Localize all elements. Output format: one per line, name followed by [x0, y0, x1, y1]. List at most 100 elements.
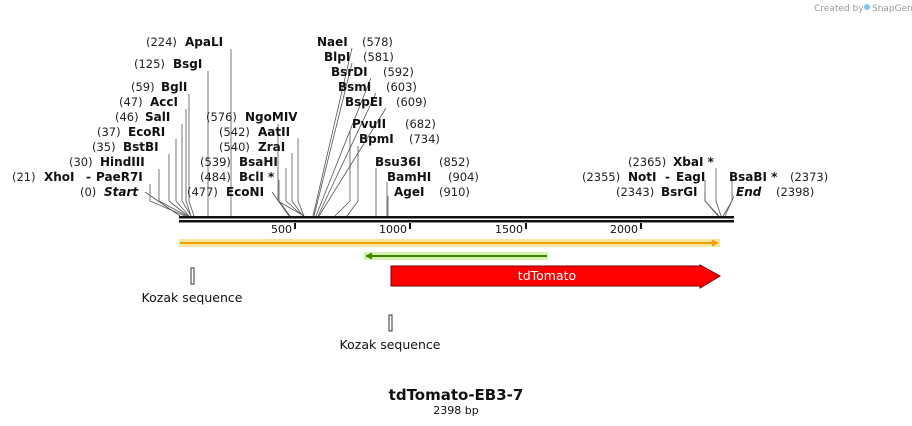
site-27-position: (2355)	[582, 170, 620, 184]
kozak-2-label: Kozak sequence	[340, 337, 441, 352]
site-27-name: NotI	[628, 170, 657, 184]
site-8-separator: -	[86, 170, 91, 184]
site-9-position: (0)	[80, 185, 96, 199]
site-27-separator: -	[665, 170, 670, 184]
site-6-name: BstBI	[123, 140, 159, 154]
site-18-position: (592)	[383, 65, 414, 79]
site-26-position: (2365)	[628, 155, 666, 169]
ruler-tick-mark-2000	[640, 223, 642, 229]
site-29-position: (2373)	[790, 170, 828, 184]
ruler-tick-mark-1500	[525, 223, 527, 229]
site-29-name: BsaBI *	[729, 170, 778, 184]
site-21-position: (682)	[405, 117, 436, 131]
site-15-position: (477)	[187, 185, 218, 199]
site-19-position: (603)	[386, 80, 417, 94]
snapgene-logo-icon	[864, 4, 870, 10]
kozak-1-label: Kozak sequence	[142, 290, 243, 305]
watermark-created-by: Created by	[814, 4, 864, 14]
orf-reverse-arrowhead	[365, 252, 372, 260]
watermark-brand: SnapGene	[872, 4, 912, 14]
site-1-position: (125)	[134, 57, 165, 71]
sequence-backbone	[179, 216, 734, 223]
site-15-name: EcoNI	[226, 185, 264, 199]
site-22-position: (734)	[409, 132, 440, 146]
site-leader-lines	[144, 47, 735, 217]
ruler-tick-2000: 2000	[610, 223, 638, 236]
site-27-name-alt: EagI	[676, 170, 705, 184]
kozak-1-mark	[190, 267, 195, 285]
site-28-name: BsrGI	[661, 185, 698, 199]
tdtomato-arrow	[390, 264, 722, 289]
ruler-tick-1500: 1500	[495, 223, 523, 236]
sequence-length: 2398 bp	[433, 404, 478, 417]
site-9-name: Start	[104, 185, 139, 199]
site-30-position: (2398)	[776, 185, 814, 199]
ruler-tick-mark-500	[294, 223, 296, 229]
site-4-position: (46)	[115, 110, 139, 124]
site-22-name: BpmI	[359, 132, 394, 146]
site-25-name: AgeI	[394, 185, 424, 199]
site-23-name: Bsu36I	[375, 155, 421, 169]
site-8-name: XhoI	[44, 170, 75, 184]
feature-kozak-2: Kozak sequence	[340, 314, 441, 352]
site-21-name: PvuII	[352, 117, 386, 131]
orf-forward-arrowhead	[712, 239, 719, 247]
site-14-position: (484)	[200, 170, 231, 184]
site-25-position: (910)	[439, 185, 470, 199]
snapgene-watermark: Created by SnapGene	[814, 4, 912, 14]
site-3-position: (47)	[119, 95, 143, 109]
kozak-2-mark	[388, 314, 393, 332]
ruler-tick-1000: 1000	[379, 223, 407, 236]
feature-kozak-1: Kozak sequence	[142, 267, 243, 305]
orf-reverse	[364, 252, 548, 260]
site-13-name: BsaHI	[239, 155, 278, 169]
site-24-position: (904)	[448, 170, 479, 184]
site-11-name: AatII	[258, 125, 290, 139]
backbone-bottom-strand	[179, 220, 734, 223]
site-2-position: (59)	[131, 80, 155, 94]
site-17-name: BlpI	[324, 50, 350, 64]
site-30-name: End	[736, 185, 762, 199]
site-16-name: NaeI	[317, 35, 348, 49]
site-7-position: (30)	[69, 155, 93, 169]
site-4-name: SalI	[145, 110, 170, 124]
backbone-top-strand	[179, 216, 734, 219]
site-20-name: BspEI	[345, 95, 383, 109]
site-19-name: BsmI	[338, 80, 371, 94]
ruler: 500 1000 1500 2000	[271, 223, 642, 236]
site-1-name: BsgI	[173, 57, 202, 71]
site-23-position: (852)	[439, 155, 470, 169]
tdtomato-label: tdTomato	[518, 268, 576, 283]
site-12-position: (540)	[219, 140, 250, 154]
site-11-position: (542)	[219, 125, 250, 139]
ruler-tick-mark-1000	[409, 223, 411, 229]
site-16-position: (578)	[362, 35, 393, 49]
site-24-name: BamHI	[387, 170, 431, 184]
site-10-position: (576)	[206, 110, 237, 124]
site-28-position: (2343)	[616, 185, 654, 199]
site-18-name: BsrDI	[331, 65, 368, 79]
site-26-name: XbaI *	[673, 155, 715, 169]
site-12-name: ZraI	[258, 140, 285, 154]
feature-tdtomato: tdTomato	[390, 264, 722, 289]
site-20-position: (609)	[396, 95, 427, 109]
site-8-position: (21)	[12, 170, 36, 184]
site-5-name: EcoRI	[128, 125, 165, 139]
sequence-name: tdTomato-EB3-7	[389, 386, 524, 404]
site-6-position: (35)	[92, 140, 116, 154]
site-0-name: ApaLI	[185, 35, 223, 49]
site-17-position: (581)	[363, 50, 394, 64]
site-8-name-alt: PaeR7I	[96, 170, 143, 184]
map-title: tdTomato-EB3-7 2398 bp	[389, 386, 524, 417]
restriction-sites: (224) ApaLI (125) BsgI (59) BglI (47) Ac…	[12, 35, 828, 199]
orf-forward	[179, 239, 720, 247]
site-3-name: AccI	[150, 95, 178, 109]
site-0-position: (224)	[146, 35, 177, 49]
ruler-tick-500: 500	[271, 223, 292, 236]
site-7-name: HindIII	[100, 155, 145, 169]
site-13-position: (539)	[200, 155, 231, 169]
site-10-name: NgoMIV	[245, 110, 298, 124]
site-5-position: (37)	[97, 125, 121, 139]
site-14-name: BclI *	[239, 170, 275, 184]
